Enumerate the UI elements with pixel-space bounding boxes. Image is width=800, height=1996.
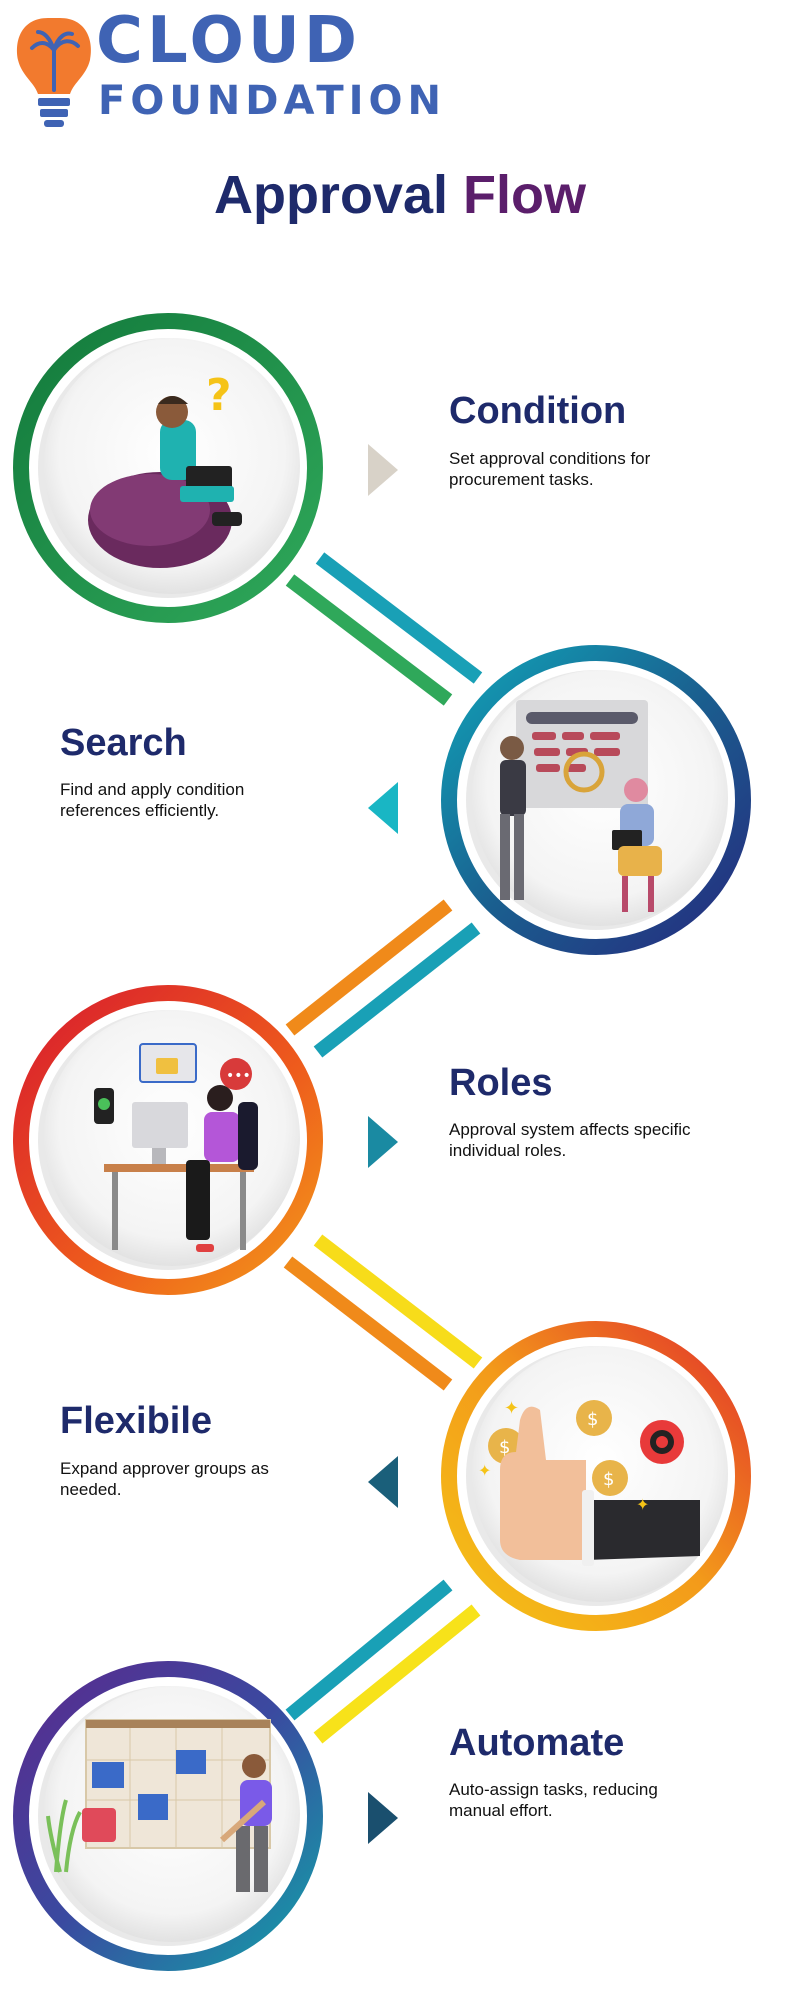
thumbs-up-coins-gear-icon: $ $ $ ✦ ✦ ✦: [478, 1398, 700, 1566]
thinking-person-laptop-icon: ?: [88, 370, 242, 568]
lightbulb-palm-icon: [17, 18, 91, 127]
page-title: Approval Flow: [0, 164, 800, 226]
connector-1-2: [285, 552, 483, 706]
connector-4-5: [285, 1579, 481, 1744]
svg-text:?: ?: [206, 370, 232, 421]
people-keyword-search-icon: [500, 700, 662, 912]
svg-text:$: $: [603, 1469, 614, 1490]
arrow-right-roles: [368, 1116, 398, 1168]
step-title-roles: Roles: [449, 1062, 553, 1104]
title-part-1: Approval: [213, 165, 449, 225]
arrow-left-flexibile: [368, 1456, 398, 1508]
step-title-flexibile: Flexibile: [60, 1400, 213, 1442]
svg-text:✦: ✦: [478, 1461, 491, 1480]
person-desk-computer-icon: •••: [94, 1043, 258, 1252]
arrow-right-automate: [368, 1792, 398, 1844]
connector-2-3: [285, 899, 481, 1058]
brand-name-line2: FOUNDATION: [98, 78, 446, 124]
step-desc-search: Find and apply condition references effi…: [60, 780, 245, 820]
arrow-left-search: [368, 782, 398, 834]
arrow-right-condition: [368, 444, 398, 496]
svg-text:•••: •••: [226, 1068, 251, 1084]
svg-text:✦: ✦: [636, 1495, 649, 1514]
step-title-search: Search: [60, 722, 187, 764]
person-planner-board-icon: [46, 1719, 272, 1892]
svg-text:✦: ✦: [504, 1398, 519, 1419]
step-desc-flexibile: Expand approver groups as needed.: [60, 1459, 269, 1499]
step-title-automate: Automate: [449, 1722, 625, 1764]
svg-text:$: $: [587, 1409, 598, 1430]
step-desc-roles: Approval system affects specific individ…: [449, 1120, 691, 1160]
step-desc-condition: Set approval conditions for procurement …: [449, 449, 651, 489]
svg-text:$: $: [499, 1437, 510, 1458]
title-part-2: Flow: [463, 165, 587, 225]
step-title-condition: Condition: [449, 390, 627, 432]
connector-3-4: [283, 1234, 483, 1391]
brand-name-line1: CLOUD: [96, 4, 361, 78]
step-desc-automate: Auto-assign tasks, reducing manual effor…: [449, 1780, 658, 1820]
